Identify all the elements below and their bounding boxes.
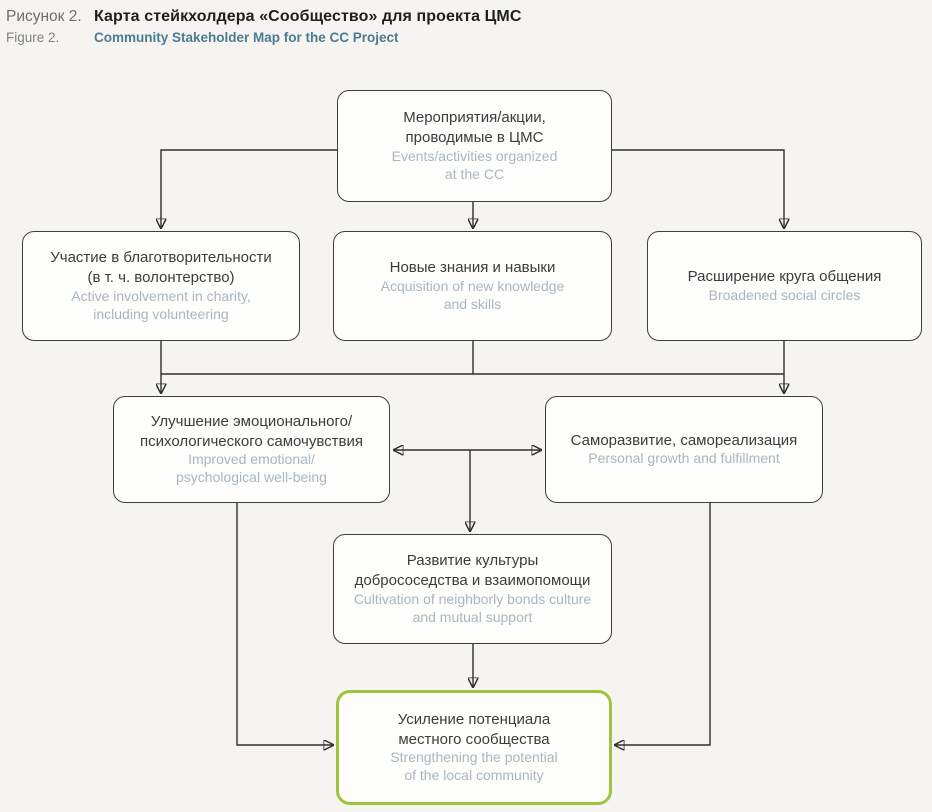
edge-junction-lines bbox=[161, 341, 784, 375]
node-social-circles-label-en: Broadened social circles bbox=[708, 286, 861, 303]
node-community-potential-label-ru: Усиление потенциала местного сообщества bbox=[397, 710, 551, 748]
node-growth-label-ru: Саморазвитие, самореализация bbox=[570, 431, 798, 449]
node-events: Мероприятия/акции, проводимые в ЦМС Even… bbox=[337, 90, 612, 202]
node-events-label-en: Events/activities organized at the CC bbox=[391, 147, 558, 182]
edge-events-to-social-circles bbox=[612, 149, 784, 228]
figure-caption: Рисунок 2. Карта стейкхолдера «Сообществ… bbox=[6, 8, 522, 45]
node-charity: Участие в благотворительности (в т. ч. в… bbox=[22, 231, 300, 341]
figure-number-en: Figure 2. bbox=[6, 30, 60, 45]
node-growth-label-en: Personal growth and fulfillment bbox=[588, 450, 780, 467]
figure-title-en: Community Stakeholder Map for the CC Pro… bbox=[94, 30, 399, 45]
node-wellbeing: Улучшение эмоционального/ психологическо… bbox=[113, 396, 390, 503]
node-growth: Саморазвитие, самореализация Personal gr… bbox=[545, 396, 823, 503]
edge-wellbeing-to-community bbox=[236, 503, 333, 745]
figure-title-ru: Карта стейкхолдера «Сообщество» для прое… bbox=[94, 8, 522, 25]
node-events-label-ru: Мероприятия/акции, проводимые в ЦМС bbox=[403, 109, 546, 147]
node-neighborliness: Развитие культуры добрососедства и взаим… bbox=[333, 534, 612, 644]
edge-events-to-charity bbox=[161, 149, 337, 228]
edge-growth-to-community bbox=[615, 503, 711, 745]
node-social-circles: Расширение круга общения Broadened socia… bbox=[647, 231, 922, 341]
node-neighborliness-label-ru: Развитие культуры добрососедства и взаим… bbox=[354, 552, 591, 590]
node-knowledge-label-ru: Новые знания и навыки bbox=[389, 259, 556, 277]
node-wellbeing-label-en: Improved emotional/ psychological well-b… bbox=[176, 451, 327, 486]
node-community-potential-label-en: Strengthening the potential of the local… bbox=[390, 749, 558, 784]
node-social-circles-label-ru: Расширение круга общения bbox=[687, 268, 882, 286]
caption-row-ru: Рисунок 2. Карта стейкхолдера «Сообществ… bbox=[6, 8, 522, 26]
node-charity-label-ru: Участие в благотворительности (в т. ч. в… bbox=[50, 249, 272, 287]
node-wellbeing-label-ru: Улучшение эмоционального/ психологическо… bbox=[140, 412, 363, 450]
node-knowledge: Новые знания и навыки Acquisition of new… bbox=[333, 231, 612, 341]
node-charity-label-en: Active involvement in charity, including… bbox=[71, 287, 251, 322]
figure-number-ru: Рисунок 2. bbox=[6, 8, 82, 25]
node-neighborliness-label-en: Cultivation of neighborly bonds culture … bbox=[353, 590, 592, 625]
node-knowledge-label-en: Acquisition of new knowledge and skills bbox=[380, 277, 565, 312]
caption-row-en: Figure 2. Community Stakeholder Map for … bbox=[6, 30, 522, 45]
node-community-potential: Усиление потенциала местного сообщества … bbox=[336, 690, 612, 805]
